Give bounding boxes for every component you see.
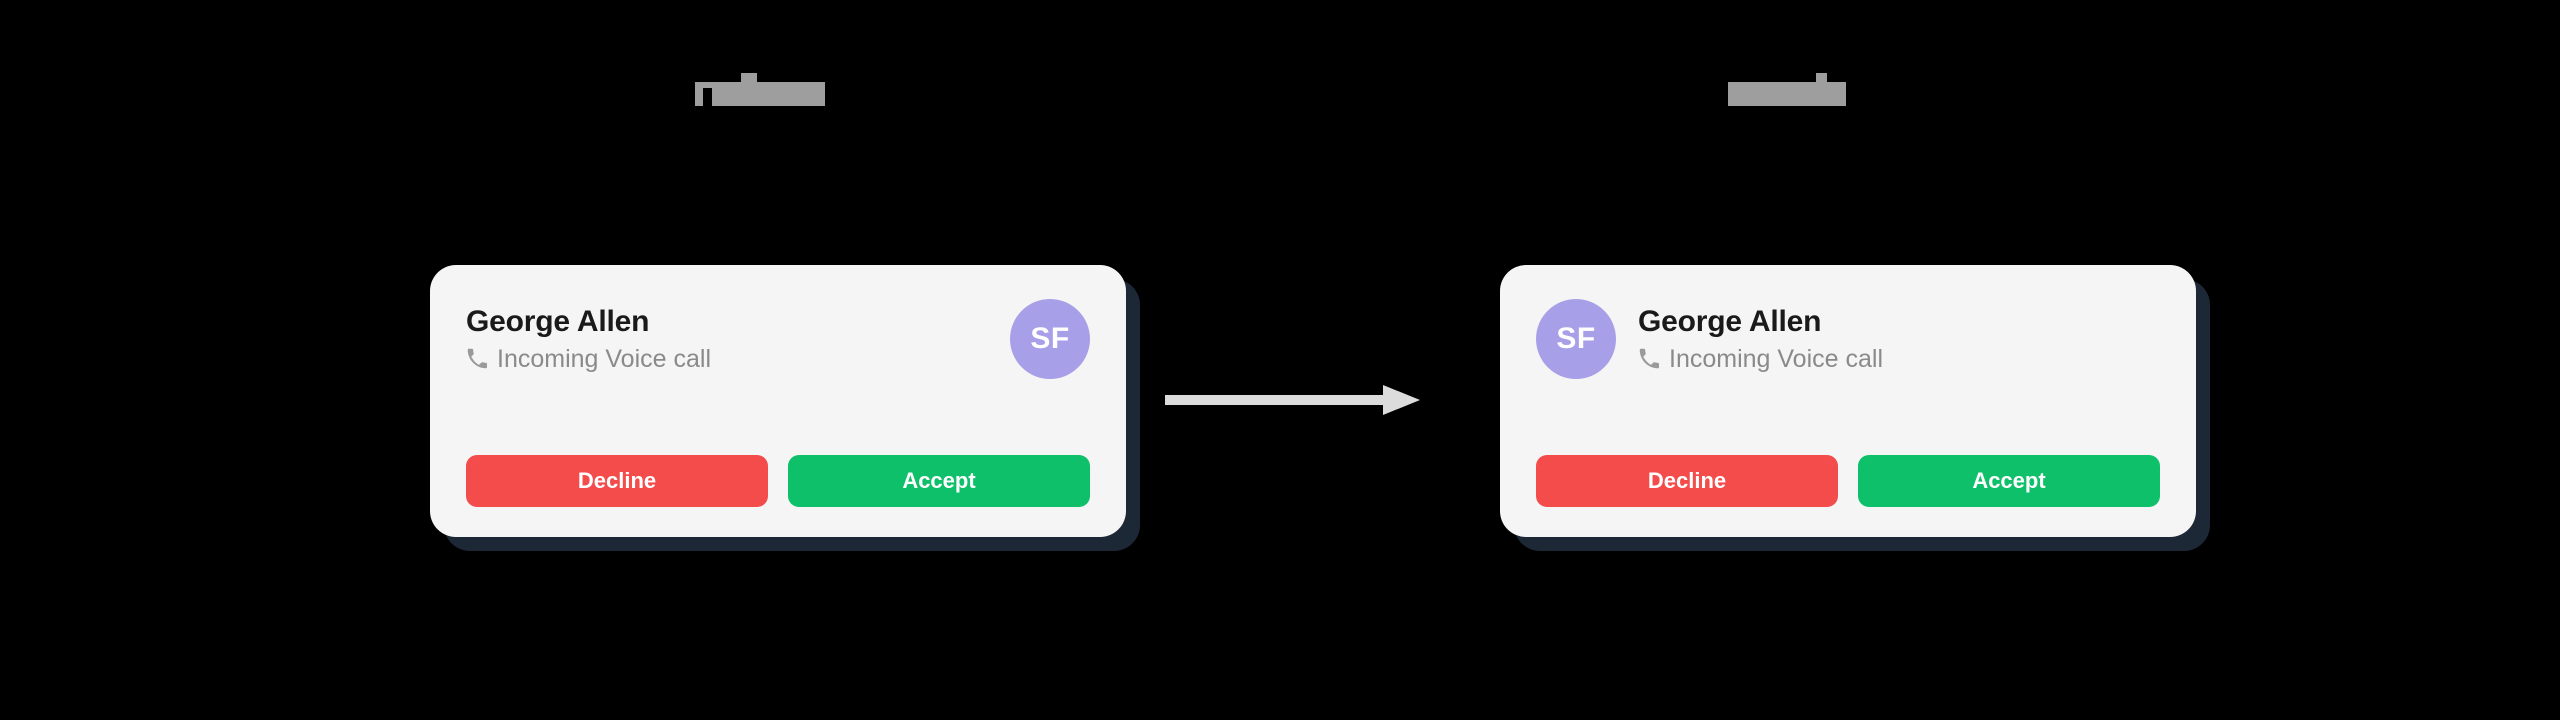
caller-name: George Allen: [466, 304, 650, 338]
decline-button[interactable]: Decline: [466, 455, 768, 507]
incoming-call-card-before: George Allen Incoming Voice call SF Decl…: [430, 265, 1126, 537]
call-actions: Decline Accept: [466, 455, 1090, 507]
incoming-call-card-after: SF George Allen Incoming Voice call Decl…: [1500, 265, 2196, 537]
decline-button[interactable]: Decline: [1536, 455, 1838, 507]
avatar: SF: [1010, 299, 1090, 379]
arrow-right-icon: [1165, 385, 1420, 415]
call-status-row: Incoming Voice call: [1638, 345, 2160, 374]
caller-identity: George Allen Incoming Voice call: [466, 305, 988, 374]
call-actions: Decline Accept: [1536, 455, 2160, 507]
call-status-row: Incoming Voice call: [466, 345, 988, 374]
variant-label-right: [1728, 73, 1846, 106]
accept-button[interactable]: Accept: [788, 455, 1090, 507]
variant-label-left: [695, 73, 825, 106]
call-card-header: SF George Allen Incoming Voice call: [1536, 299, 2160, 379]
phone-icon: [466, 348, 488, 370]
phone-icon: [1638, 348, 1660, 370]
call-card-header: George Allen Incoming Voice call SF: [466, 299, 1090, 379]
caller-name: George Allen: [1638, 304, 1822, 338]
caller-identity: George Allen Incoming Voice call: [1638, 305, 2160, 374]
accept-button[interactable]: Accept: [1858, 455, 2160, 507]
call-status-text: Incoming Voice call: [1669, 344, 1884, 373]
call-status-text: Incoming Voice call: [497, 344, 712, 373]
avatar: SF: [1536, 299, 1616, 379]
